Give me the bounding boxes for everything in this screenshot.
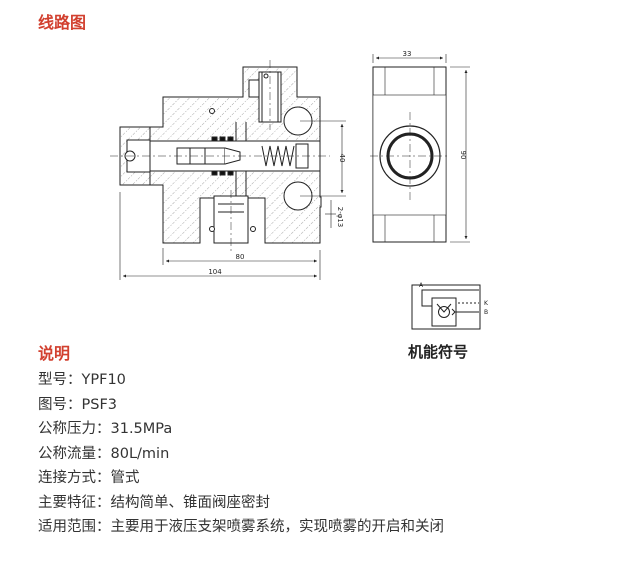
spec-label: 主要特征： <box>38 494 111 511</box>
dim-side-height: 90 <box>459 151 467 160</box>
spec-value: 80L/min <box>110 445 170 462</box>
dim-overall-width: 104 <box>208 268 222 276</box>
dim-side-width: 33 <box>403 50 412 58</box>
dim-port-height: 40 <box>338 154 346 163</box>
symbol-port-k: K <box>484 300 489 307</box>
spec-value: YPF10 <box>81 372 126 388</box>
spec-value: 管式 <box>110 470 140 486</box>
spec-label: 型号： <box>38 372 82 388</box>
notes-heading: 说明 <box>38 344 71 363</box>
spec-pressure: 公称压力：31.5MPa <box>38 417 444 442</box>
spec-drawing-number: 图号：PSF3 <box>38 393 444 418</box>
spec-label: 公称流量： <box>38 445 111 462</box>
section-view <box>110 60 330 252</box>
spec-value: 31.5MPa <box>110 421 173 437</box>
spec-label: 适用范围： <box>38 519 111 535</box>
symbol-port-a: A <box>419 282 424 289</box>
spec-value: PSF3 <box>81 396 118 413</box>
diagram-heading: 线路图 <box>38 13 87 32</box>
dimensions-side <box>372 54 470 243</box>
symbol-port-b: B <box>484 309 488 316</box>
spec-application: 适用范围：主要用于液压支架喷雾系统，实现喷雾的开启和关闭 <box>38 515 444 540</box>
spec-flow: 公称流量：80L/min <box>38 442 444 467</box>
side-view <box>370 66 450 243</box>
symbol-caption: 机能符号 <box>408 343 469 361</box>
spec-model: 型号：YPF10 <box>38 368 444 393</box>
dim-body-width: 80 <box>236 253 245 261</box>
spec-features: 主要特征：结构简单、锥面阀座密封 <box>38 491 444 516</box>
bottom-port <box>213 195 249 244</box>
spec-list: 型号：YPF10 图号：PSF3 公称压力：31.5MPa 公称流量：80L/m… <box>38 368 444 540</box>
spec-connection: 连接方式：管式 <box>38 466 444 491</box>
spec-value: 结构简单、锥面阀座密封 <box>110 494 271 511</box>
spec-value: 主要用于液压支架喷雾系统，实现喷雾的开启和关闭 <box>110 519 445 535</box>
function-symbol <box>411 284 481 330</box>
spec-label: 图号： <box>38 396 82 413</box>
dimensions-front <box>119 120 346 280</box>
spec-label: 连接方式： <box>38 470 111 486</box>
spec-label: 公称压力： <box>38 421 111 437</box>
spring <box>261 145 295 167</box>
seal <box>211 136 218 142</box>
dim-bolt-holes: 2-φ13 <box>336 207 344 228</box>
